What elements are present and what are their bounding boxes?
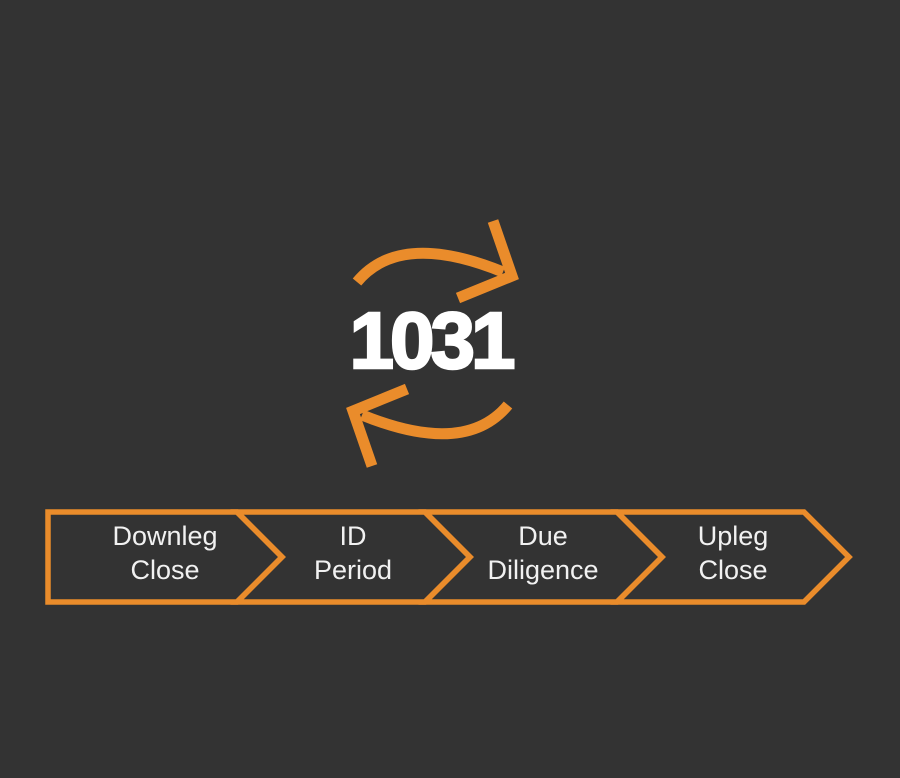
- cycle-arrow-bottom-icon: [346, 383, 513, 468]
- stage-label-line1: Due: [518, 521, 568, 551]
- stage-label-line1: Downleg: [112, 521, 218, 551]
- stage-label-line2: Period: [313, 555, 393, 585]
- timeline-stage-label-due-diligence: Due Diligence: [433, 519, 653, 587]
- cycle-arrow-top-icon: [352, 219, 519, 304]
- logo-1031-text: 1031: [348, 295, 516, 386]
- exchange-cycle-logo: [346, 219, 519, 468]
- stage-label-line1: Upleg: [697, 521, 769, 551]
- timeline-stage-label-upleg-close: Upleg Close: [623, 519, 843, 587]
- stage-label-line1: ID: [339, 521, 367, 551]
- stage-label-line2: Close: [130, 555, 200, 585]
- stage-label-line2: Diligence: [487, 555, 599, 585]
- stage-label-line2: Close: [698, 555, 768, 585]
- timeline-stage-label-id-period: ID Period: [243, 519, 463, 587]
- timeline-stage-shape-upleg-close: [610, 509, 853, 605]
- timeline: [45, 509, 853, 605]
- timeline-stage-label-downleg-close: Downleg Close: [55, 519, 275, 587]
